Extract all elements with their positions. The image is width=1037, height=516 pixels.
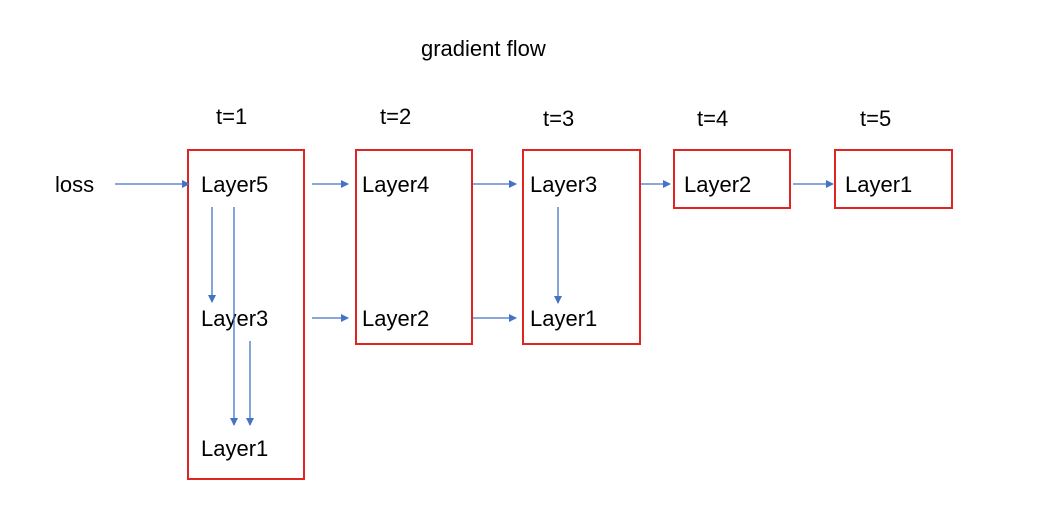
step-box-t2 xyxy=(355,149,473,345)
layer-t4-0: Layer2 xyxy=(684,172,752,197)
layer-t2-0: Layer4 xyxy=(362,172,430,197)
diagram-title: gradient flow xyxy=(421,36,546,61)
step-label-t4: t=4 xyxy=(697,106,729,131)
step-box-t1 xyxy=(187,149,305,480)
layer-t2-1: Layer2 xyxy=(362,306,430,331)
step-label-t1: t=1 xyxy=(216,104,248,129)
step-box-t3 xyxy=(522,149,641,345)
step-label-t5: t=5 xyxy=(860,106,892,131)
layer-t1-2: Layer1 xyxy=(201,436,269,461)
step-box-t4 xyxy=(673,149,791,209)
layer-t3-1: Layer1 xyxy=(530,306,598,331)
layer-t1-0: Layer5 xyxy=(201,172,269,197)
layer-t5-0: Layer1 xyxy=(845,172,913,197)
step-box-t5 xyxy=(834,149,953,209)
step-label-t3: t=3 xyxy=(543,106,575,131)
loss-label: loss xyxy=(55,172,95,197)
step-label-t2: t=2 xyxy=(380,104,412,129)
layer-t3-0: Layer3 xyxy=(530,172,598,197)
